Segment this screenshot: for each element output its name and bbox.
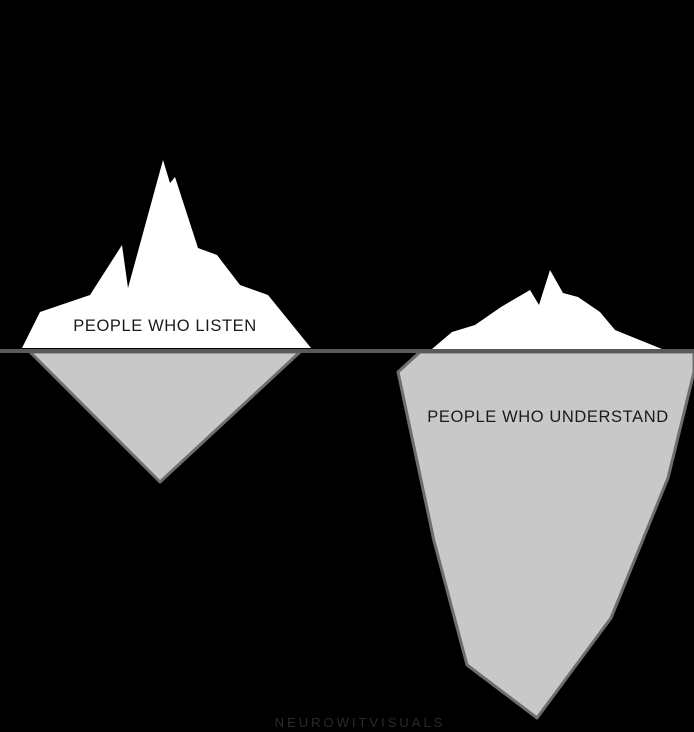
iceberg-listen: PEOPLE WHO LISTEN — [22, 160, 311, 484]
iceberg-understand-underwater — [396, 350, 694, 720]
iceberg-understand-tip — [432, 270, 662, 349]
iceberg-listen-tip — [22, 160, 311, 348]
watermark: NEUROWITVISUALS — [275, 715, 446, 730]
iceberg-understand: PEOPLE WHO UNDERSTAND — [396, 270, 694, 720]
iceberg-understand-label: PEOPLE WHO UNDERSTAND — [427, 408, 669, 426]
iceberg-listen-label: PEOPLE WHO LISTEN — [73, 317, 257, 335]
